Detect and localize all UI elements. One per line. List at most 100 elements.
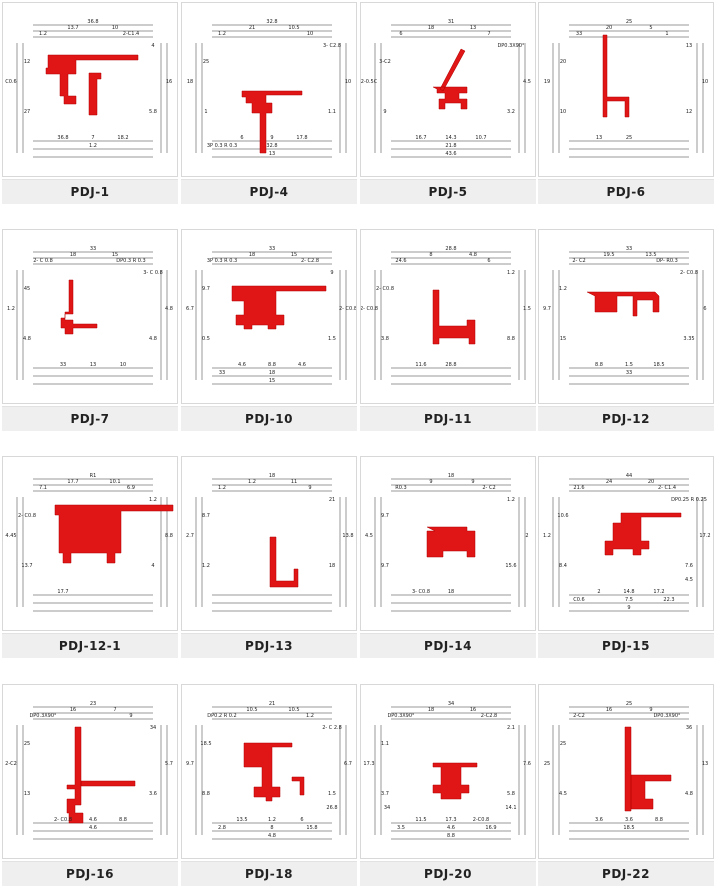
dimension-label: 2- C0.8 [680,270,698,276]
dimension-label: 25 [203,59,209,65]
dimension-label: 13 [24,791,30,797]
product-code[interactable]: PDJ-12-1 [2,633,178,658]
dimension-label: 13 [686,43,692,49]
dimension-label: 5.7 [165,761,173,767]
product-code[interactable]: PDJ-16 [2,861,178,886]
dimension-label: 18 [269,370,275,376]
product-code[interactable]: PDJ-4 [181,179,357,204]
dimension-label: DP0.3 R 0.3 [116,258,145,264]
dimension-label: 4 [151,43,154,49]
dimension-label: 1.1 [381,741,389,747]
dimension-label: 2-C2 [5,761,17,767]
dimension-label: 6.7 [186,306,194,312]
dimension-label: 8.8 [202,791,210,797]
dimension-label: 15 [269,378,275,384]
product-code[interactable]: PDJ-22 [538,861,714,886]
dimension-label: 2- C0.8 [18,513,36,519]
product-code[interactable]: PDJ-6 [538,179,714,204]
product-code[interactable]: PDJ-18 [181,861,357,886]
extrusion-profile [269,536,299,588]
dimension-label: 6 [240,135,243,141]
product-code[interactable]: PDJ-20 [360,861,536,886]
dimension-label: 25 [544,761,550,767]
dimension-label: 4.5 [559,791,567,797]
dimension-label: 9 [330,270,333,276]
dimension-label: 36.8 [57,135,68,141]
dimension-label: 15 [112,252,118,258]
dimension-label: 2- C 0.8 [33,258,53,264]
product-code[interactable]: PDJ-13 [181,633,357,658]
dimension-label: 33 [219,370,225,376]
dimension-label: 4.6 [89,817,97,823]
dimension-label: DP0.25 R 0.25 [671,497,707,503]
dimension-label: 4 [151,563,154,569]
dimension-label: 4.5 [523,79,531,85]
dimension-label: DP0.2 R 0.2 [207,713,236,719]
product-code[interactable]: PDJ-11 [360,406,536,431]
dimension-label: 8.8 [268,362,276,368]
product-code[interactable]: PDJ-10 [181,406,357,431]
product-code[interactable]: PDJ-15 [538,633,714,658]
dimension-label: 2.8 [218,825,226,831]
dimension-label: 10 [702,79,708,85]
dimension-label: 19 [544,79,550,85]
product-code[interactable]: PDJ-5 [360,179,536,204]
dimension-label: 13.7 [21,563,32,569]
dimension-label: 2- C0.8 [361,306,378,312]
product-code[interactable]: PDJ-1 [2,179,178,204]
dimension-label: 3- C 0.8 [143,270,163,276]
dimension-label: 2.7 [186,533,194,539]
dimension-label: 8.8 [165,533,173,539]
dimension-label: 7 [113,707,116,713]
dimension-label: 3.8 [381,336,389,342]
extrusion-profile [432,289,476,345]
dimension-label: 2- C0.8 [54,817,72,823]
dimension-label: 19.5 [603,252,614,258]
dimension-label: 21 [269,701,275,707]
dimension-label: 4.8 [23,336,31,342]
product-code[interactable]: PDJ-14 [360,633,536,658]
dimension-label: 15.8 [306,825,317,831]
dimension-label: 3.6 [625,817,633,823]
dimension-label: 9.7 [202,286,210,292]
dimension-label: DP0.3X90° [29,713,57,719]
dimension-label: 16 [166,79,172,85]
product-code[interactable]: PDJ-12 [538,406,714,431]
product-code[interactable]: PDJ-7 [2,406,178,431]
extrusion-profile [604,512,682,556]
dimension-label: 3.6 [149,791,157,797]
dimension-label: 2- C2 [572,258,585,264]
